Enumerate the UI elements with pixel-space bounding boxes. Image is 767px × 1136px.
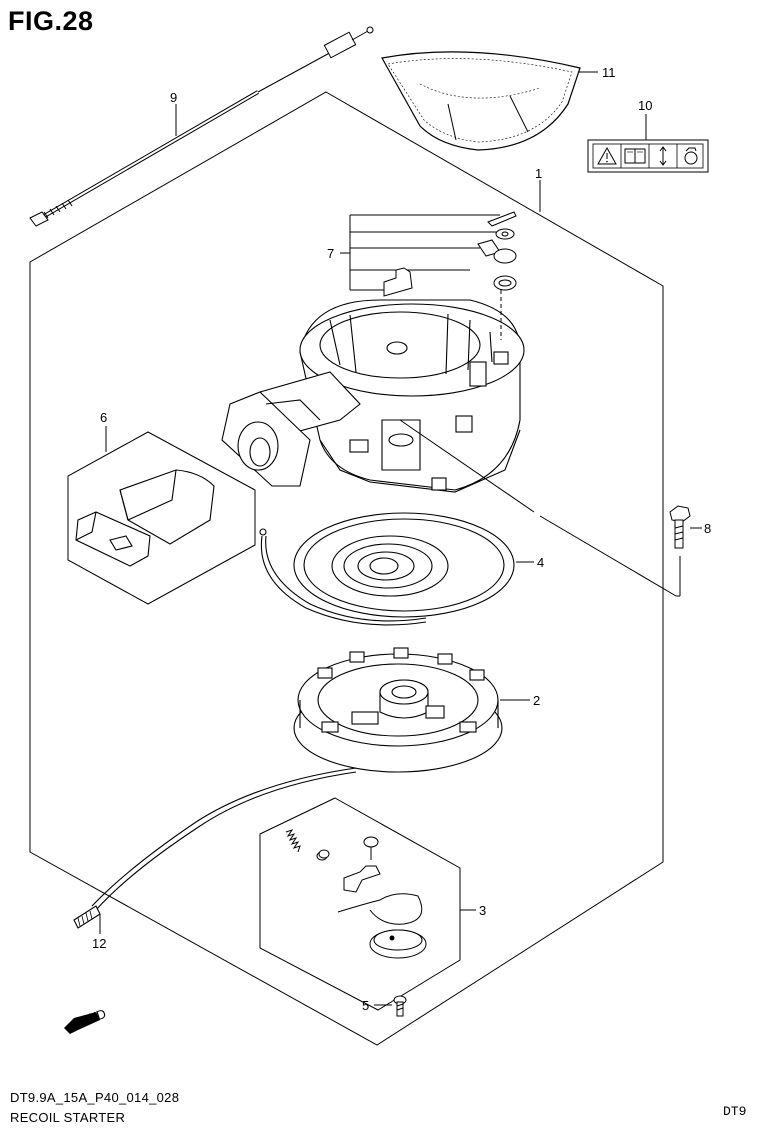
fwd-arrow-icon: FWD [64, 1006, 108, 1034]
callout-10: 10 [638, 98, 652, 113]
fwd-label: FWD [75, 1006, 108, 1029]
callout-6: 6 [100, 410, 107, 425]
callout-12: 12 [92, 936, 106, 951]
part-5-screw [393, 995, 407, 1017]
part-1-housing [299, 299, 525, 493]
part-6-handle [75, 469, 215, 567]
part-1-rope-guide [221, 371, 361, 487]
callout-2: 2 [533, 693, 540, 708]
figure-name: RECOIL STARTER [10, 1110, 126, 1125]
part-6-frame [67, 431, 256, 605]
callout-5: 5 [362, 998, 369, 1013]
callout-3: 3 [479, 903, 486, 918]
model-code: DT9 [723, 1104, 747, 1119]
callout-11: 11 [602, 65, 616, 80]
engine-icon [684, 147, 698, 165]
callout-1: 1 [535, 166, 542, 181]
part-10-warning-label [587, 139, 709, 173]
callout-4: 4 [537, 555, 544, 570]
part-9-cable [29, 26, 374, 227]
part-3-ratchet-kit [285, 829, 427, 959]
part-3-frame [259, 797, 461, 1011]
assembly-frame [29, 91, 664, 1046]
figure-code: DT9.9A_15A_P40_014_028 [10, 1090, 180, 1105]
callout-8: 8 [704, 521, 711, 536]
part-7-small-parts [383, 211, 517, 297]
warning-icon [597, 146, 617, 165]
callout-9: 9 [170, 90, 177, 105]
figure-title: FIG.28 [8, 6, 94, 36]
part-8-bolt [669, 505, 691, 549]
part-7-bracket-lines [340, 214, 500, 291]
part-4-spring [259, 512, 515, 626]
part-12-rope [73, 767, 357, 929]
part-2-reel [293, 647, 503, 773]
callout-7: 7 [327, 246, 334, 261]
part-11-cover [381, 51, 581, 151]
manual-book-icon [624, 148, 646, 164]
pull-direction-icon [659, 146, 667, 166]
